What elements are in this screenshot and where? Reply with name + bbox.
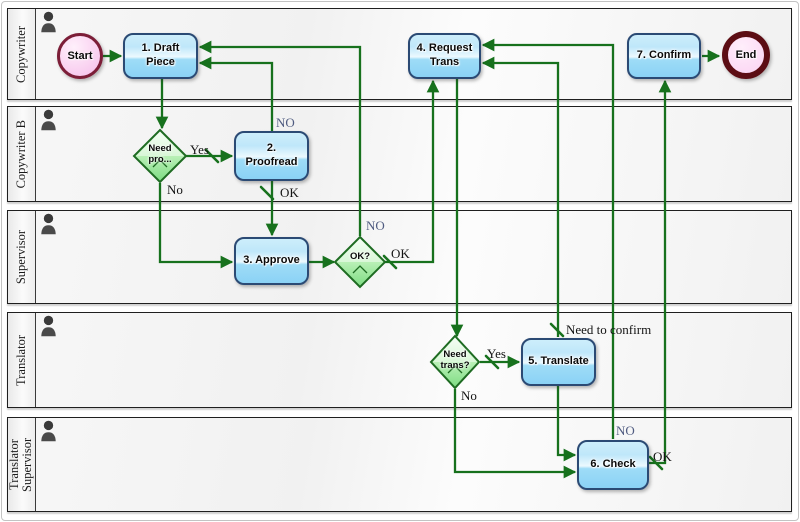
gateway-need-trans[interactable] <box>429 334 481 390</box>
edge-label-yes: Yes <box>190 142 209 157</box>
task-translate[interactable]: 5. Translate <box>521 338 596 386</box>
task-check[interactable]: 6. Check <box>577 440 649 490</box>
flow-need-trans-yes <box>480 354 521 370</box>
flow-need-proof-no-to-approve <box>158 183 234 269</box>
person-icon <box>41 213 56 235</box>
task-draft-piece[interactable]: 1. Draft Piece <box>123 33 198 79</box>
flow-translate-need-confirm-to-request <box>481 56 565 338</box>
edge-label-no: NO <box>276 115 295 130</box>
lane-header: Copywriter <box>8 9 36 99</box>
gateway-ok[interactable] <box>333 235 387 289</box>
edge-label-no: NO <box>366 218 385 233</box>
task-approve[interactable]: 3. Approve <box>234 237 309 285</box>
flow-check-no-to-request <box>481 38 615 439</box>
flow-need-proof-yes <box>186 148 234 164</box>
edge-label-need-to-confirm: Need to confirm <box>566 322 652 337</box>
task-label: 7. Confirm <box>636 49 692 62</box>
lane-translator-supervisor: Translator Supervisor <box>7 417 792 512</box>
flow-check-ok-to-confirm <box>648 79 672 471</box>
gateway-marker-icon <box>447 365 463 374</box>
edge-label-no: No <box>461 388 477 403</box>
person-icon <box>41 315 56 337</box>
flow-need-trans-no-to-check <box>453 389 577 479</box>
edge-label-ok: OK <box>391 246 410 261</box>
lane-header: Translator <box>8 313 36 407</box>
edge-label-no: NO <box>616 423 635 438</box>
person-icon <box>41 109 56 131</box>
edge-label-yes: Yes <box>487 346 506 361</box>
lane-supervisor: Supervisor <box>7 210 792 304</box>
task-label: 4. Request Trans <box>416 42 473 68</box>
lane-header: Supervisor <box>8 211 36 303</box>
end-event[interactable]: End <box>722 31 770 79</box>
flow-ok-gateway-ok-to-request <box>382 79 440 270</box>
flow-translate-to-check <box>556 386 577 462</box>
edge-label-ok: OK <box>653 449 672 464</box>
person-icon <box>41 11 56 33</box>
gateway-marker-icon <box>352 265 368 274</box>
lane-header: Copywriter B <box>8 107 36 201</box>
flow-ok-gateway-no-to-draft <box>198 40 362 236</box>
lane-header: Translator Supervisor <box>7 418 36 511</box>
person-icon <box>41 420 56 442</box>
start-event[interactable]: Start <box>57 33 103 79</box>
task-proofread[interactable]: 2. Proofread <box>234 131 309 181</box>
task-label: 1. Draft Piece <box>141 42 180 68</box>
task-request-trans[interactable]: 4. Request Trans <box>408 33 481 79</box>
edge-label-no: No <box>167 182 183 197</box>
task-label: 6. Check <box>590 458 636 471</box>
start-label: Start <box>67 50 93 62</box>
flow-proofread-ok-to-approve <box>259 181 279 237</box>
lane-copywriter-b: Copywriter B <box>7 106 792 202</box>
task-label: 5. Translate <box>528 355 589 368</box>
end-label: End <box>735 49 757 61</box>
gateway-need-proofread[interactable] <box>132 128 188 184</box>
edge-label-ok: OK <box>280 185 299 200</box>
task-confirm[interactable]: 7. Confirm <box>627 33 701 79</box>
gateway-marker-icon <box>152 159 168 168</box>
lane-translator: Translator <box>7 312 792 408</box>
task-label: 3. Approve <box>243 254 300 267</box>
task-label: 2. Proofread <box>245 142 298 168</box>
flow-proofread-no-to-draft <box>198 56 274 131</box>
